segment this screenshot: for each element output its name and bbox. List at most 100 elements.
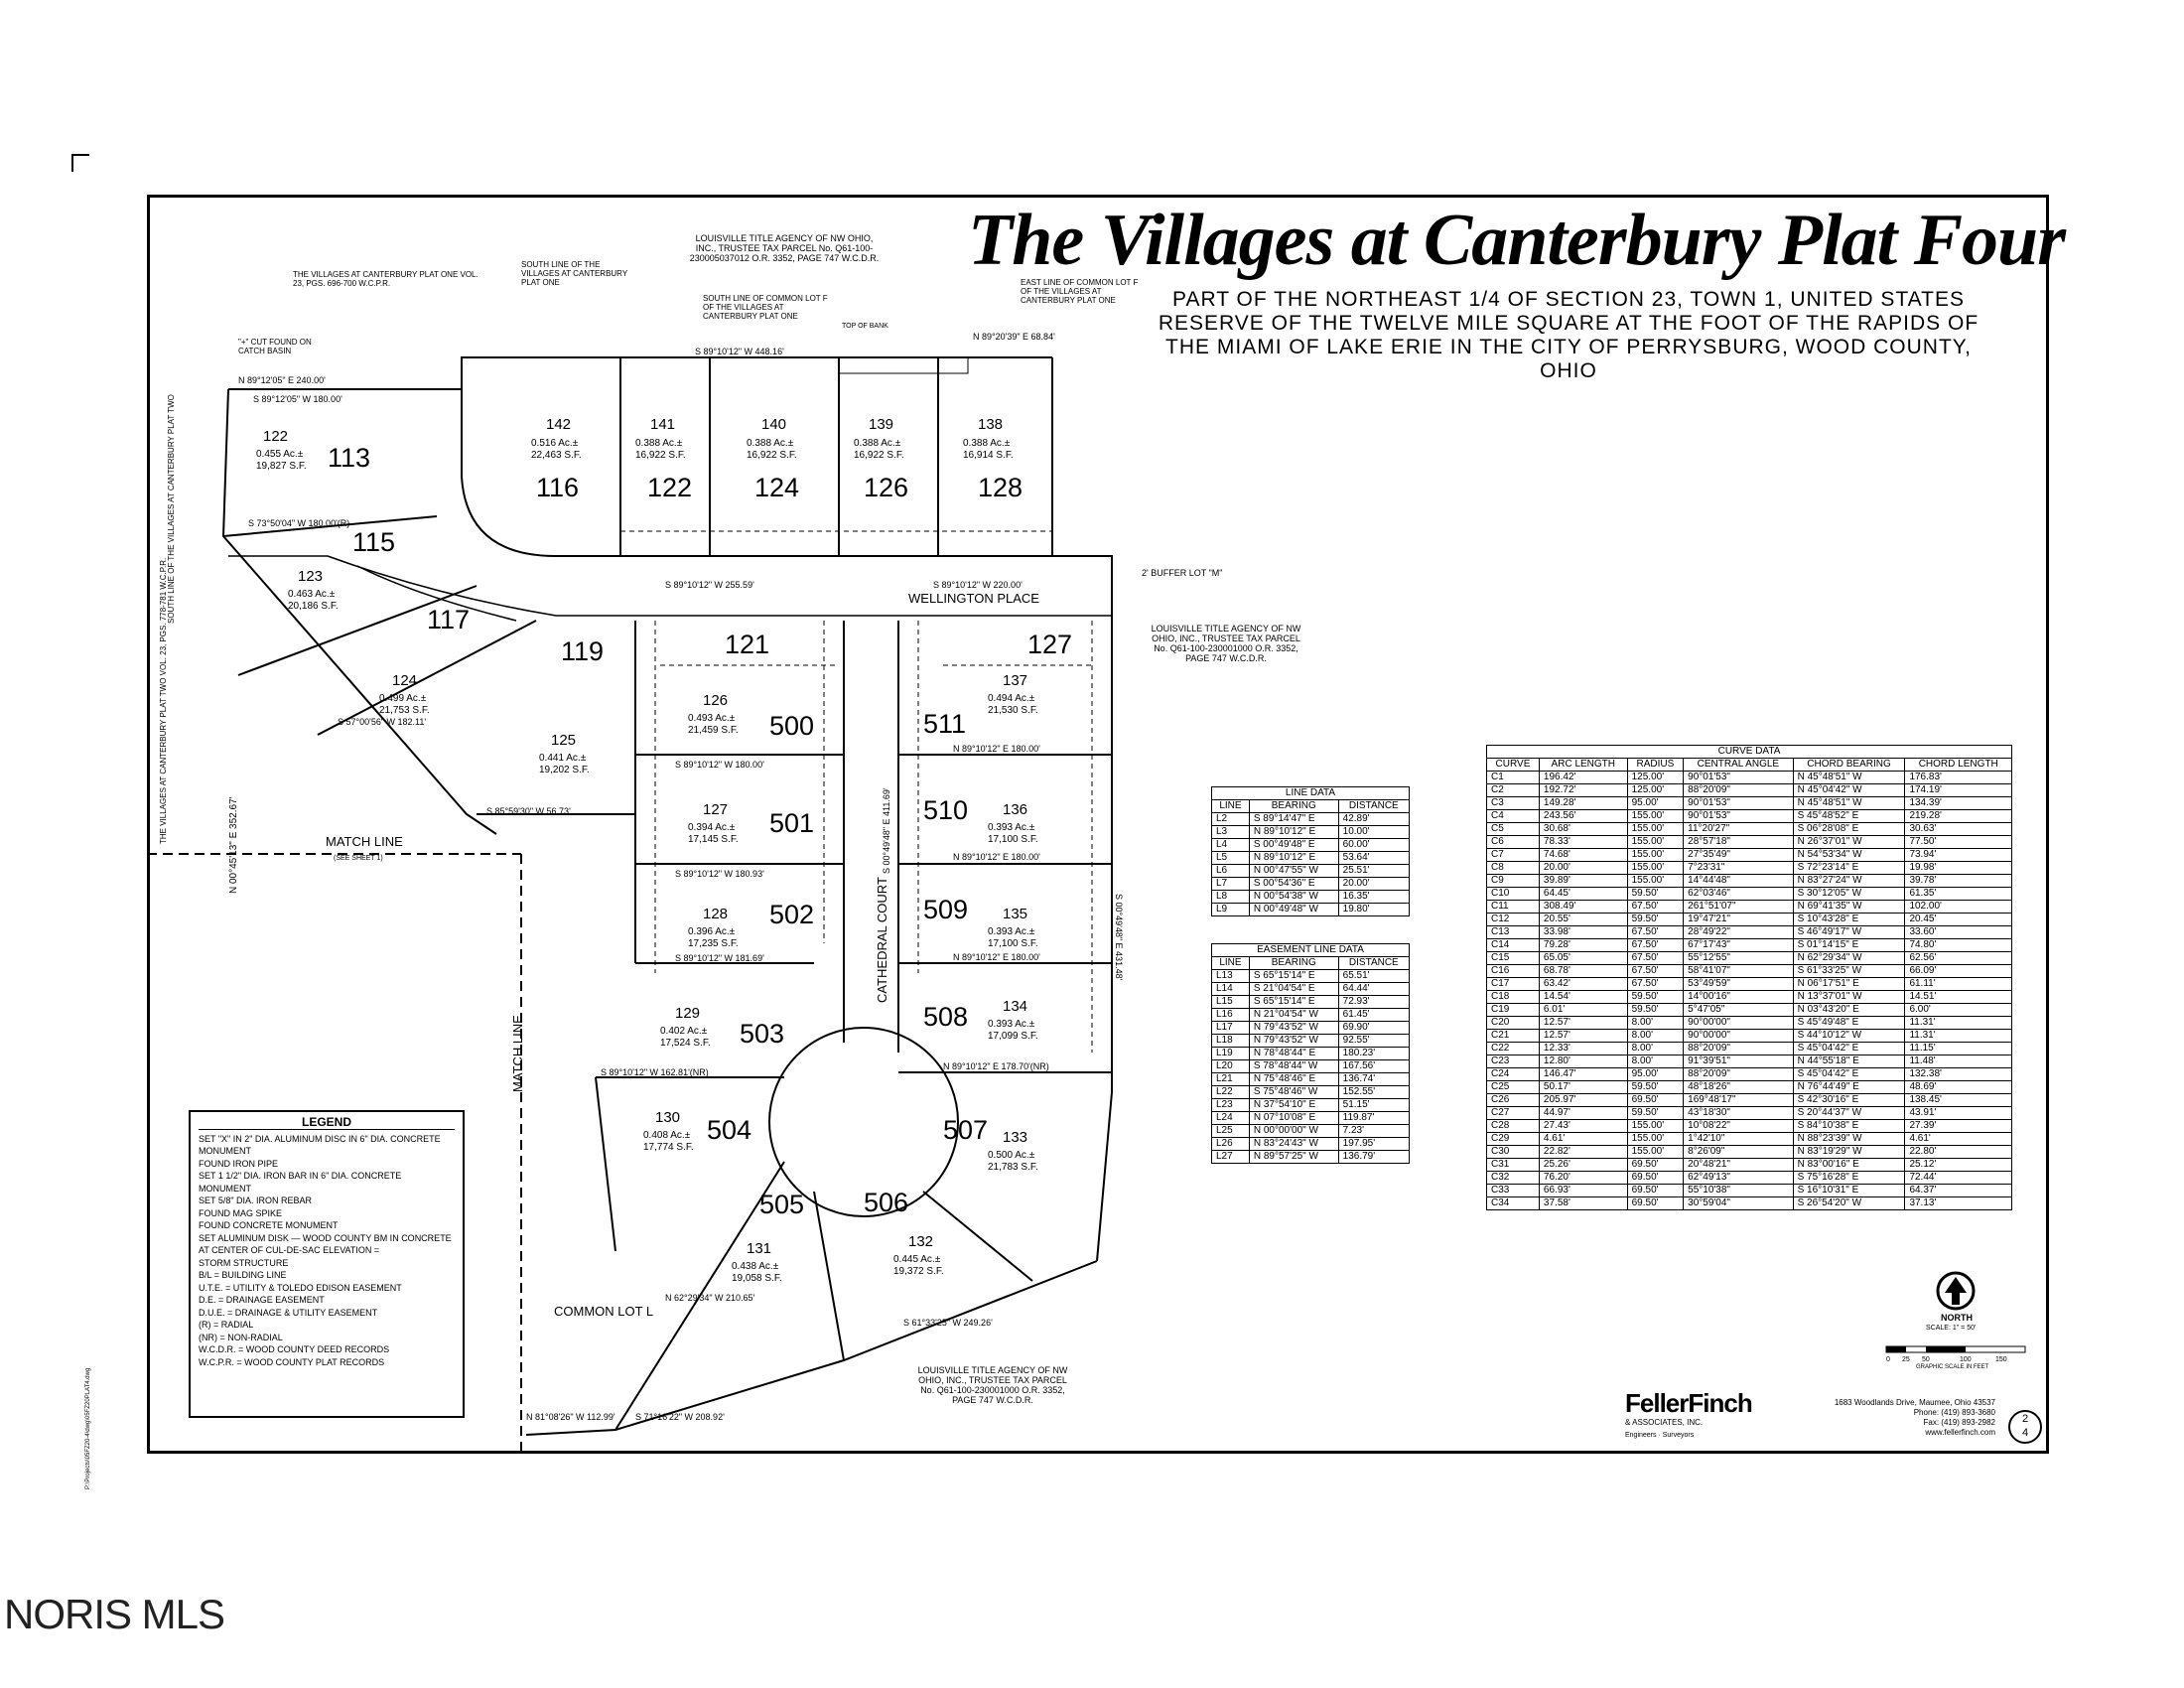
table-cell: 64.37' bbox=[1904, 1184, 2012, 1197]
lot-sqft: 17,524 S.F. bbox=[660, 1038, 711, 1049]
col-header: BEARING bbox=[1248, 956, 1339, 970]
table-cell: C23 bbox=[1486, 1055, 1540, 1068]
table-cell: 62°03'46" bbox=[1683, 887, 1794, 901]
table-cell: 72.44' bbox=[1904, 1171, 2012, 1185]
lot-area: 0.500 Ac.± bbox=[988, 1150, 1035, 1161]
lot-number: 124 bbox=[392, 672, 417, 689]
legend-item: (NR) = NON-RADIAL bbox=[199, 1332, 283, 1342]
bearing-label: S 57°00'56" W 182.11' bbox=[338, 717, 426, 727]
table-cell: 66.93' bbox=[1538, 1184, 1628, 1197]
table-cell: L8 bbox=[1211, 890, 1250, 904]
table-cell: 4.61' bbox=[1904, 1132, 2012, 1146]
bearing-label: N 62°29'34" W 210.65' bbox=[665, 1293, 755, 1303]
table-cell: 12.57' bbox=[1538, 1016, 1628, 1030]
legend-title: LEGEND bbox=[199, 1116, 455, 1130]
table-cell: 180.23' bbox=[1337, 1047, 1411, 1060]
note-south-line-plat-two: SOUTH LINE OF THE VILLAGES AT CANTERBURY… bbox=[167, 394, 176, 624]
table-cell: 19.80' bbox=[1337, 903, 1411, 916]
lot-area: 0.388 Ac.± bbox=[854, 438, 901, 449]
house-number: 115 bbox=[352, 527, 395, 557]
table-cell: N 83°19'29" W bbox=[1792, 1145, 1906, 1159]
house-number: 122 bbox=[647, 473, 692, 502]
sheet-num: 2 bbox=[2021, 1413, 2029, 1425]
firm-tagline: Engineers · Surveyors bbox=[1625, 1432, 1695, 1439]
table-cell: 261°51'07" bbox=[1683, 900, 1794, 914]
lot-number: 132 bbox=[908, 1233, 933, 1250]
table-cell: 61.11' bbox=[1904, 977, 2012, 991]
table-cell: 65.51' bbox=[1337, 969, 1411, 983]
table-cell: 30.68' bbox=[1538, 822, 1628, 836]
table-cell: 132.38' bbox=[1904, 1067, 2012, 1081]
table-cell: L26 bbox=[1211, 1137, 1250, 1151]
table-cell: 33.98' bbox=[1538, 925, 1628, 939]
street-name-cathedral: CATHEDRAL COURT bbox=[875, 877, 889, 1003]
table-cell: 90°01'53" bbox=[1683, 771, 1794, 784]
lot-sqft: 21,753 S.F. bbox=[379, 705, 430, 716]
table-cell: 67.50' bbox=[1626, 925, 1685, 939]
lot-sqft: 19,058 S.F. bbox=[732, 1273, 782, 1284]
table-cell: S 01°14'15" E bbox=[1792, 938, 1906, 952]
lot-area: 0.441 Ac.± bbox=[539, 753, 587, 764]
table-cell: 61.45' bbox=[1337, 1008, 1411, 1022]
table-cell: C8 bbox=[1486, 861, 1540, 875]
scale-tick: 150 bbox=[1995, 1356, 2007, 1363]
table-cell: C22 bbox=[1486, 1042, 1540, 1055]
table-cell: S 45°04'42" E bbox=[1792, 1042, 1906, 1055]
table-cell: S 21°04'54" E bbox=[1248, 982, 1339, 996]
table-cell: 14.54' bbox=[1538, 990, 1628, 1004]
table-cell: 62°49'13" bbox=[1683, 1171, 1794, 1185]
table-cell: 65.05' bbox=[1538, 951, 1628, 965]
table-cell: N 06°17'51" E bbox=[1792, 977, 1906, 991]
table-cell: S 45°48'52" E bbox=[1792, 809, 1906, 823]
north-arrow bbox=[1885, 1271, 2026, 1353]
house-number: 127 bbox=[1027, 630, 1072, 659]
lot-sqft: 17,235 S.F. bbox=[688, 938, 739, 949]
lot-area: 0.388 Ac.± bbox=[963, 438, 1011, 449]
note-louisville-right: LOUISVILLE TITLE AGENCY OF NW OHIO, INC.… bbox=[1151, 624, 1301, 663]
match-line-label: MATCH LINE bbox=[326, 834, 403, 849]
table-cell: L7 bbox=[1211, 877, 1250, 891]
table-cell: 78.33' bbox=[1538, 835, 1628, 849]
table-cell: S 46°49'17" W bbox=[1792, 925, 1906, 939]
table-cell: 14°00'16" bbox=[1683, 990, 1794, 1004]
lot-area: 0.393 Ac.± bbox=[988, 1019, 1035, 1030]
table-cell: 88°20'09" bbox=[1683, 1042, 1794, 1055]
table-cell: C25 bbox=[1486, 1080, 1540, 1094]
legend-item: SET 1 1/2" DIA. IRON BAR IN 6" DIA. CONC… bbox=[199, 1171, 402, 1194]
table-cell: 64.44' bbox=[1337, 982, 1411, 996]
table-cell: C32 bbox=[1486, 1171, 1540, 1185]
table-cell: 25.51' bbox=[1337, 864, 1411, 878]
table-cell: N 00°54'38" W bbox=[1248, 890, 1339, 904]
lot-number: 122 bbox=[263, 428, 288, 445]
table-cell: S 75°48'46" W bbox=[1248, 1085, 1339, 1099]
plat-title: The Villages at Canterbury Plat Four bbox=[968, 200, 2066, 281]
lot-number: 133 bbox=[1003, 1129, 1027, 1146]
legend-item: W.C.P.R. = WOOD COUNTY PLAT RECORDS bbox=[199, 1356, 385, 1367]
house-number: 124 bbox=[754, 473, 799, 502]
easement-data-title: EASEMENT LINE DATA bbox=[1211, 943, 1410, 956]
table-cell: N 54°53'34" W bbox=[1792, 848, 1906, 862]
bearing-label: N 89°10'12" E 180.00' bbox=[953, 744, 1040, 754]
table-cell: 16.35' bbox=[1337, 890, 1411, 904]
table-cell: C15 bbox=[1486, 951, 1540, 965]
bearing-label: S 73°50'04" W 180.00'(R) bbox=[248, 518, 349, 528]
legend-item: W.C.D.R. = WOOD COUNTY DEED RECORDS bbox=[199, 1344, 390, 1354]
lot-number: 134 bbox=[1003, 998, 1027, 1015]
table-cell: C24 bbox=[1486, 1067, 1540, 1081]
table-cell: 11°20'27" bbox=[1683, 822, 1794, 836]
table-cell: 37.58' bbox=[1538, 1196, 1628, 1210]
table-cell: L18 bbox=[1211, 1034, 1250, 1048]
table-cell: 11.15' bbox=[1904, 1042, 2012, 1055]
table-cell: N 45°04'42" W bbox=[1792, 783, 1906, 797]
table-cell: 64.45' bbox=[1538, 887, 1628, 901]
lot-number: 129 bbox=[675, 1005, 700, 1022]
table-cell: 48.69' bbox=[1904, 1080, 2012, 1094]
table-cell: L3 bbox=[1211, 825, 1250, 839]
